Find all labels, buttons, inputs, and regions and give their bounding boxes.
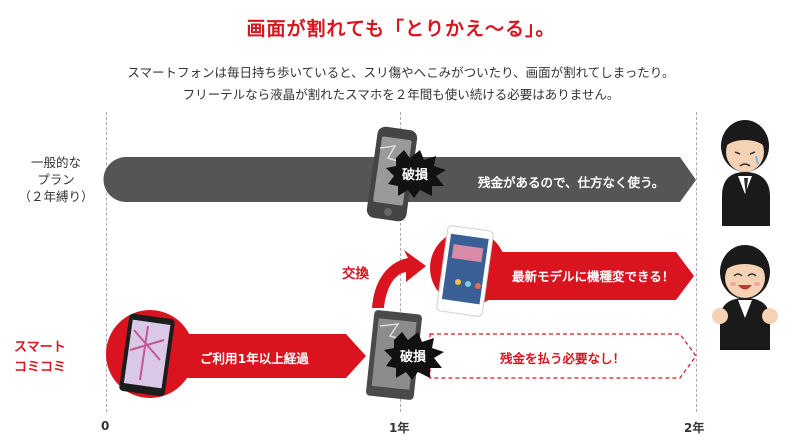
smart-plan-label-line: スマート — [14, 340, 66, 355]
damage-label-top: 破損 — [402, 168, 429, 183]
smart-plan-label-line: コミコミ — [14, 360, 67, 375]
damage-burst-icon — [384, 332, 444, 380]
exchange-label: 交換 — [342, 266, 369, 282]
lead-line-2: フリーテルなら液晶が割れたスマホを２年間も使い続ける必要はありません。 — [182, 87, 620, 102]
damage-burst-icon — [386, 150, 446, 198]
general-plan-label-line: （２年縛り） — [18, 189, 94, 204]
page-title: 画面が割れても「とりかえ〜る」。 — [246, 18, 556, 40]
general-plan-label: 一般的な プラン （２年縛り） — [8, 154, 104, 205]
no-pay-bar-text: 残金を払う必要なし！ — [500, 351, 626, 366]
tick-1y: 1年 — [389, 421, 410, 435]
lead-line-1: スマートフォンは毎日持ち歩いていると、スリ傷やへこみがついたり、画面が割れてしま… — [127, 65, 675, 80]
phone-icon — [119, 313, 175, 397]
phone-icon — [436, 225, 494, 317]
tick-0: 0 — [101, 419, 110, 433]
general-plan-bar-text: 残金があるので、仕方なく使う。 — [478, 175, 665, 190]
upgrade-bar — [460, 252, 694, 300]
general-plan-label-line: 一般的な — [30, 155, 81, 170]
general-plan-label-line: プラン — [37, 172, 75, 187]
curved-arrow-icon — [372, 250, 426, 308]
smart-plan-label: スマート コミコミ — [14, 338, 94, 378]
damage-label-bottom: 破損 — [400, 350, 427, 365]
tick-2y: 2年 — [684, 421, 705, 435]
happy-person-icon — [712, 245, 778, 350]
upgrade-bar-text: 最新モデルに機種変できる！ — [512, 269, 675, 284]
sad-person-icon — [721, 120, 770, 226]
smart-plan-bar — [150, 334, 366, 378]
smart-plan-bar-text: ご利用1年以上経過 — [200, 351, 309, 366]
timeline-0 — [106, 112, 107, 412]
timeline-2y — [696, 112, 697, 412]
